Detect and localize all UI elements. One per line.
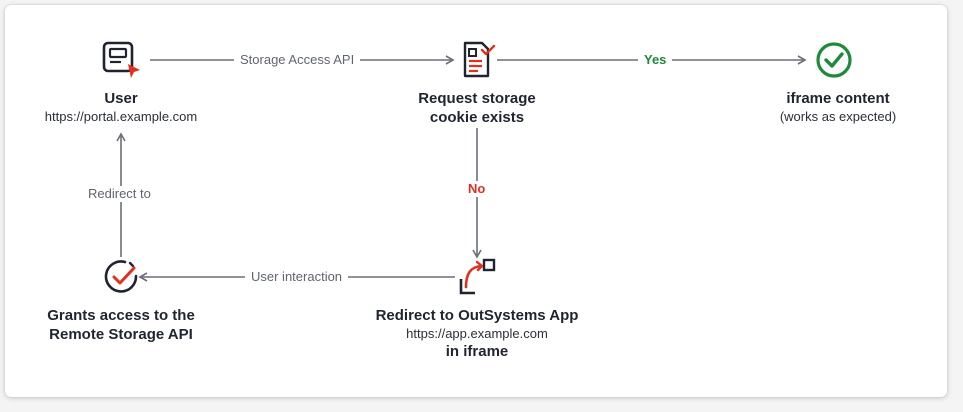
node-redirect-app-title: Redirect to OutSystems App [375,307,579,324]
node-iframe-content-note: (works as expected) [779,109,897,124]
node-redirect-app: Redirect to OutSystems App https://app.e… [357,306,597,361]
node-grants-access-title-1: Grants access to the [47,307,195,324]
monitor-cursor-icon [101,40,141,80]
edge-label-yes: Yes [638,52,673,68]
node-iframe-content: iframe content (works as expected) [738,89,938,125]
node-grants-access: Grants access to the Remote Storage API [11,306,231,344]
node-grants-access-title-2: Remote Storage API [49,326,193,343]
edge-label-redirect-to: Redirect to [82,186,157,202]
checklist-document-icon [458,40,498,80]
node-user: User https://portal.example.com [21,89,221,125]
node-request-storage-title-1: Request storage [418,90,536,107]
node-request-storage-title-2: cookie exists [429,109,525,126]
check-circle-icon [814,40,854,80]
node-redirect-app-url: https://app.example.com [406,326,548,341]
refresh-check-icon [101,257,141,297]
edge-label-storage-access-api: Storage Access API [234,52,361,68]
node-user-title: User [104,90,138,107]
edge-label-user-interaction: User interaction [245,269,349,285]
node-request-storage: Request storage cookie exists [377,89,577,127]
redirect-arrow-icon [457,257,497,297]
node-iframe-content-title: iframe content [786,90,890,107]
node-user-url: https://portal.example.com [44,109,198,124]
edge-label-no: No [462,181,492,197]
node-redirect-app-title-2: in iframe [445,343,509,360]
